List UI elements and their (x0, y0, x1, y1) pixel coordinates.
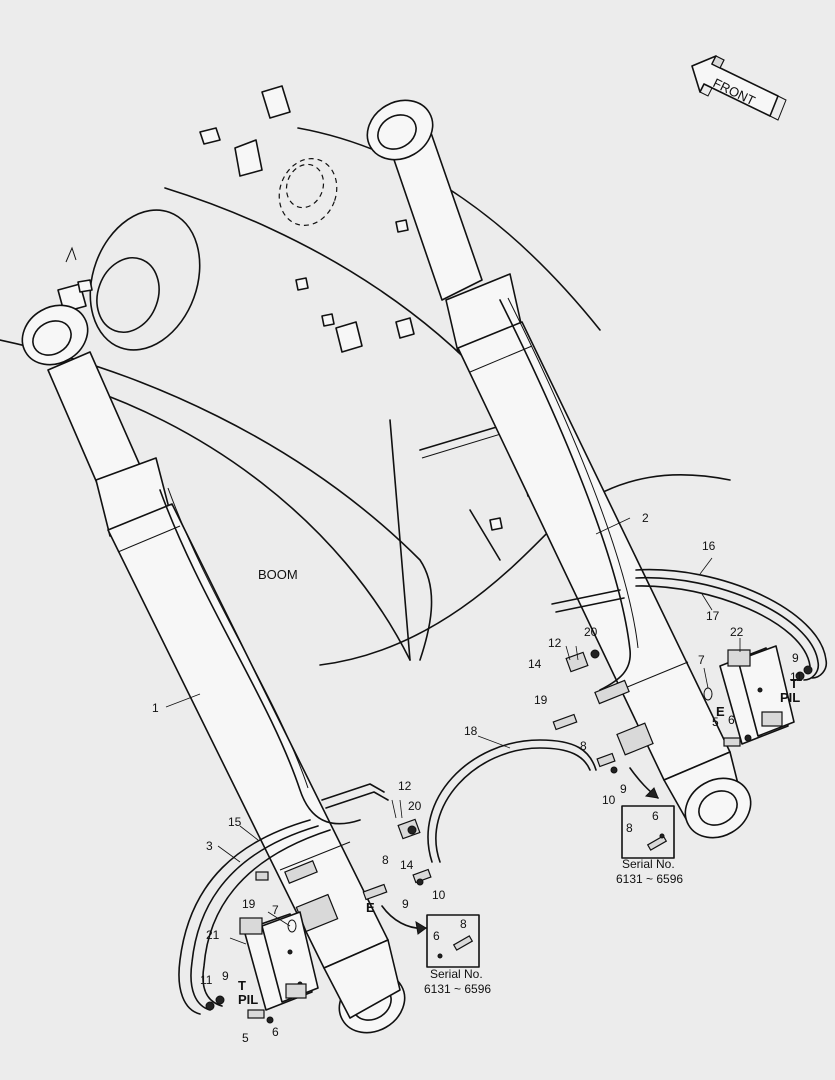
part-label-9-left-valve: 9 (402, 897, 409, 911)
part-label-19-right: 19 (534, 693, 548, 707)
part-label-15: 15 (228, 815, 242, 829)
part-label-20-left: 20 (408, 799, 422, 813)
right-holding-valve (719, 645, 795, 745)
port-label-t-right: T (790, 676, 798, 691)
part-label-12-right: 12 (548, 636, 562, 650)
detail-left-serial-title: Serial No. (430, 967, 483, 981)
port-label-pil-left: PIL (238, 992, 258, 1007)
part-label-11-left: 11 (200, 973, 213, 987)
part-label-19-left: 19 (242, 897, 256, 911)
leader-lines (165, 517, 741, 945)
right-boom-cylinder (366, 99, 752, 839)
detail-right-serial-title: Serial No. (622, 857, 675, 871)
port-labels: T PIL T PIL E E (238, 676, 800, 1007)
part-label-8-left: 8 (382, 853, 389, 867)
part-label-1: 1 (152, 701, 159, 715)
port-label-pil-right: PIL (780, 690, 800, 705)
part-labels: 1 2 3 15 16 17 18 19 19 20 20 12 12 14 1… (152, 511, 803, 1045)
part-label-21: 21 (206, 928, 220, 942)
part-label-7-right: 7 (698, 653, 705, 667)
part-label-14-right: 14 (528, 657, 542, 671)
part-label-6-right: 6 (728, 713, 735, 727)
part-label-17: 17 (706, 609, 720, 623)
part-label-6-left: 6 (272, 1025, 279, 1039)
small-fittings (205, 649, 813, 1024)
detail-left-part-6: 6 (433, 929, 440, 943)
detail-right-part-6: 6 (652, 809, 659, 823)
part-label-11-right: 11 (790, 670, 803, 684)
port-label-e-right: E (716, 704, 725, 719)
part-label-14-left: 14 (400, 858, 414, 872)
detail-box-left: 6 8 Serial No. 6131 ~ 6596 (424, 914, 491, 996)
part-label-5-right: 5 (712, 715, 719, 729)
part-label-16: 16 (702, 539, 716, 553)
part-label-22: 22 (730, 625, 744, 639)
part-label-5-left: 5 (242, 1031, 249, 1045)
front-arrow-icon: FRONT (691, 55, 787, 121)
detail-box-right: 8 6 Serial No. 6131 ~ 6596 (616, 805, 683, 886)
part-label-3: 3 (206, 839, 213, 853)
hose-lines (178, 568, 828, 1015)
boom-label: BOOM (258, 567, 298, 582)
part-label-8-right: 8 (580, 739, 587, 753)
part-label-20-right: 20 (584, 625, 598, 639)
part-label-12-left: 12 (398, 779, 412, 793)
part-label-18: 18 (464, 724, 478, 738)
part-label-9-left: 9 (222, 969, 229, 983)
part-label-9-right: 9 (792, 651, 799, 665)
part-label-10-left: 10 (432, 888, 446, 902)
part-label-9-right-valve: 9 (620, 782, 627, 796)
detail-right-serial-range: 6131 ~ 6596 (616, 872, 683, 886)
part-label-2: 2 (642, 511, 649, 525)
part-label-10-right: 10 (602, 793, 616, 807)
port-label-e-left: E (366, 900, 375, 915)
left-holding-valve (239, 911, 319, 1011)
detail-left-serial-range: 6131 ~ 6596 (424, 982, 491, 996)
left-boom-cylinder (21, 304, 406, 1034)
part-label-7-left: 7 (272, 903, 279, 917)
port-label-t-left: T (238, 978, 246, 993)
detail-left-part-8: 8 (460, 917, 467, 931)
detail-right-part-8: 8 (626, 821, 633, 835)
